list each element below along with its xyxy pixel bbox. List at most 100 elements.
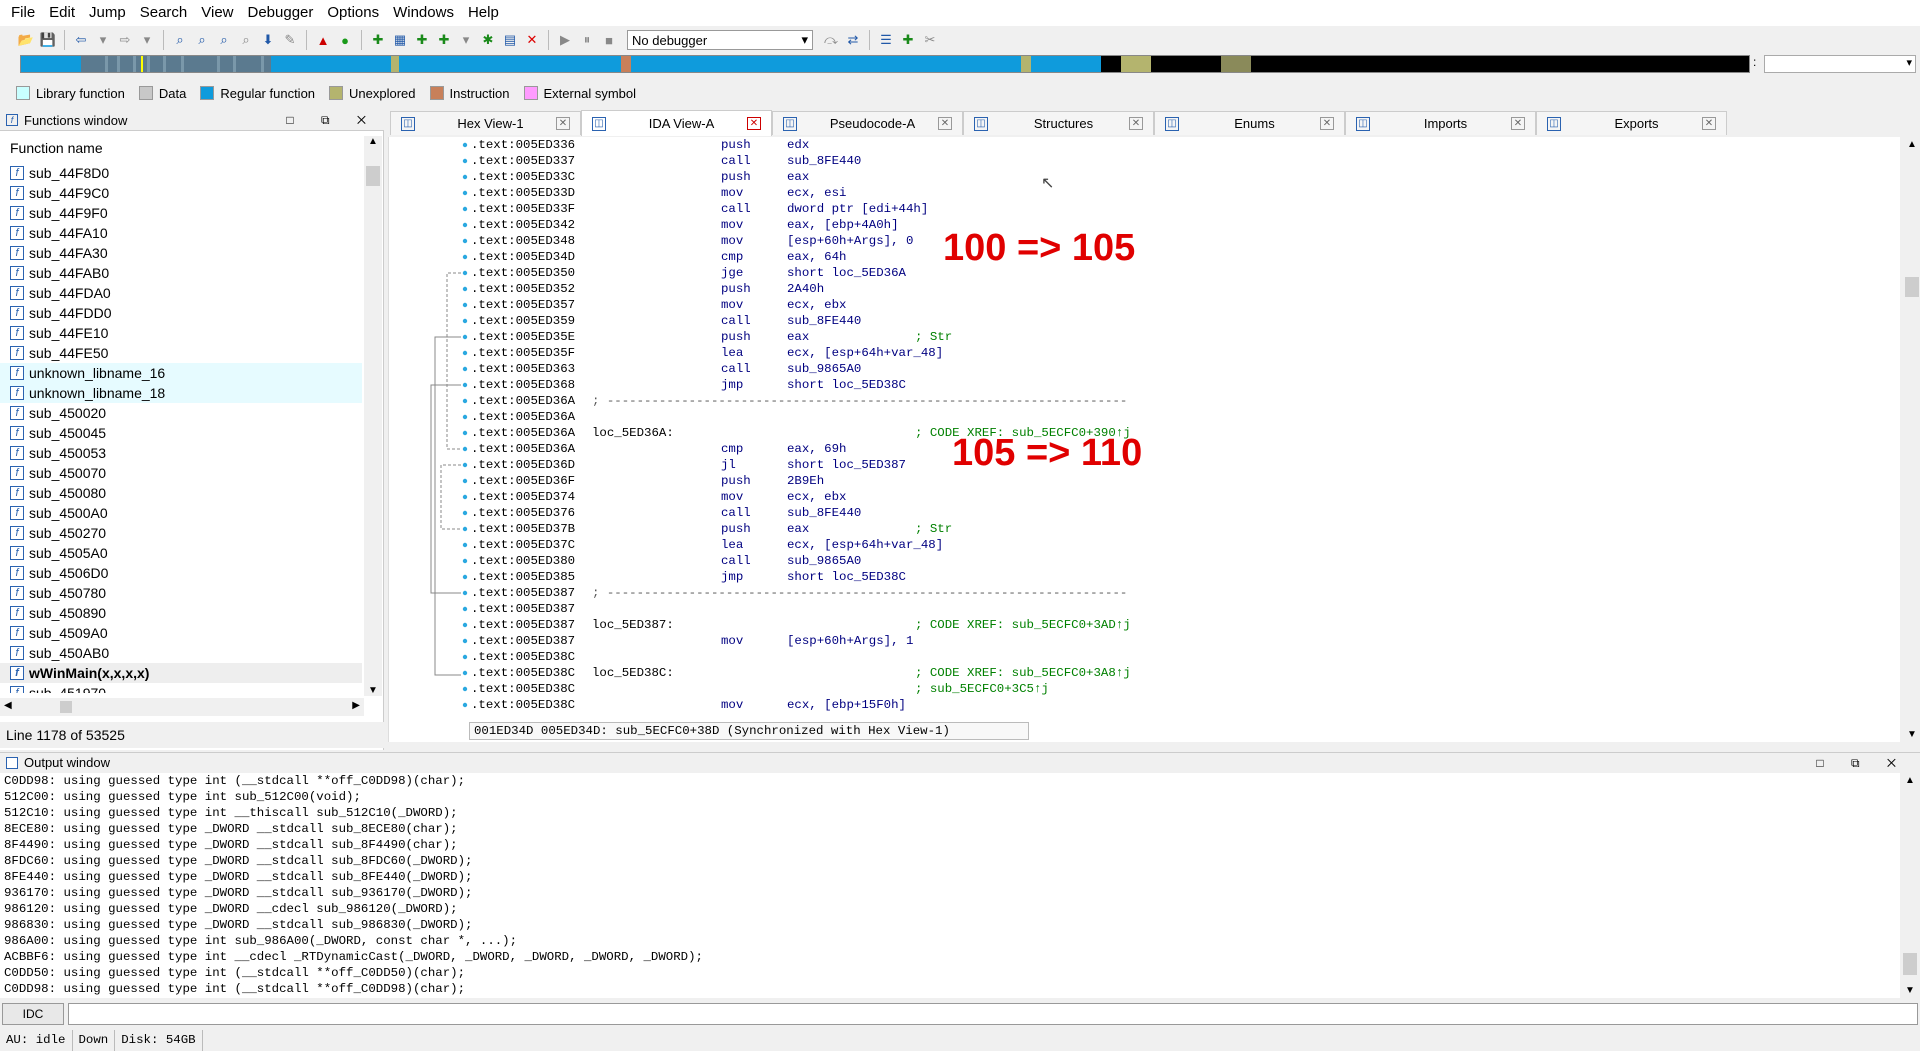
list-icon[interactable]: ☰ — [880, 32, 892, 47]
menu-jump[interactable]: Jump — [89, 4, 126, 21]
navigation-band[interactable] — [20, 55, 1750, 73]
scroll-thumb[interactable] — [60, 701, 72, 713]
close-icon[interactable]: ✕ — [1511, 117, 1525, 130]
close-icon[interactable]: ✕ — [1320, 117, 1334, 130]
menu-help[interactable]: Help — [467, 4, 499, 21]
breakpoint-add-icon[interactable]: ✚ — [902, 32, 914, 47]
ida-view-vertical-scrollbar[interactable]: ▲ ▼ — [1903, 137, 1920, 742]
debugger-select[interactable]: No debugger ▾ — [627, 30, 813, 50]
close-icon[interactable]: ✕ — [938, 117, 952, 130]
scroll-down-icon[interactable]: ▼ — [1905, 985, 1915, 996]
debug-attach-icon[interactable]: ⇄ — [847, 32, 859, 47]
code-line[interactable]: .text:005ED38C; sub_5ECFC0+3C5↑j — [471, 681, 1891, 697]
menu-edit[interactable]: Edit — [49, 4, 76, 21]
tab-pseudocode-a[interactable]: ◫Pseudocode-A✕ — [772, 111, 963, 135]
scroll-left-icon[interactable]: ◀ — [4, 700, 12, 711]
scroll-thumb[interactable] — [366, 166, 380, 186]
menu-debugger[interactable]: Debugger — [247, 4, 314, 21]
edit-patch-icon[interactable]: ✎ — [284, 32, 296, 47]
close-icon[interactable]: ✕ — [747, 117, 761, 130]
tab-ida-view-a[interactable]: ◫IDA View-A✕ — [581, 110, 772, 136]
window-buttons[interactable]: □ ⧉ ✕ — [286, 113, 378, 127]
add-dropdown-icon[interactable]: ▾ — [462, 32, 470, 47]
scroll-up-icon[interactable]: ▲ — [1905, 775, 1915, 786]
scroll-down-icon[interactable]: ▼ — [368, 685, 378, 696]
scroll-down-icon[interactable]: ▼ — [1907, 729, 1917, 740]
forward-dropdown-icon[interactable]: ▾ — [143, 32, 151, 47]
scroll-right-icon[interactable]: ▶ — [352, 700, 360, 711]
search-next-icon[interactable]: ⌕ — [220, 32, 228, 47]
code-line[interactable]: .text:005ED387; ------------------------… — [471, 585, 1891, 601]
back-dropdown-icon[interactable]: ▾ — [99, 32, 107, 47]
menu-windows[interactable]: Windows — [393, 4, 454, 21]
code-line[interactable]: .text:005ED38C — [471, 649, 1891, 665]
tab-exports[interactable]: ◫Exports✕ — [1536, 111, 1727, 135]
open-folder-icon[interactable]: 📂 — [17, 32, 35, 47]
tab-enums[interactable]: ◫Enums✕ — [1154, 111, 1345, 135]
scroll-up-icon[interactable]: ▲ — [1907, 139, 1917, 150]
idc-command-input[interactable] — [68, 1003, 1918, 1025]
back-arrow-icon[interactable]: ⇦ — [75, 32, 87, 47]
menu-options[interactable]: Options — [327, 4, 380, 21]
delete-icon[interactable]: ✕ — [526, 32, 538, 47]
output-vertical-scrollbar[interactable]: ▲ ▼ — [1900, 773, 1920, 998]
menu-view[interactable]: View — [201, 4, 234, 21]
save-icon[interactable]: 💾 — [39, 32, 57, 47]
code-line[interactable]: .text:005ED36A; ------------------------… — [471, 393, 1891, 409]
scroll-thumb[interactable] — [1903, 953, 1917, 975]
search-immediate-icon[interactable]: ⌕ — [242, 32, 250, 47]
pause-icon[interactable]: ⏸ — [583, 32, 591, 47]
close-icon[interactable]: ✕ — [556, 117, 570, 130]
create-struct-icon[interactable]: ▦ — [393, 32, 407, 47]
warning-triangle-icon[interactable]: ▲ — [316, 32, 330, 48]
play-icon[interactable]: ▶ — [560, 32, 570, 47]
jump-down-icon[interactable]: ⬇ — [262, 32, 274, 47]
create-function-icon[interactable]: ✚ — [372, 32, 384, 47]
menu-file[interactable]: File — [11, 4, 36, 21]
code-line[interactable]: .text:005ED387 — [471, 601, 1891, 617]
